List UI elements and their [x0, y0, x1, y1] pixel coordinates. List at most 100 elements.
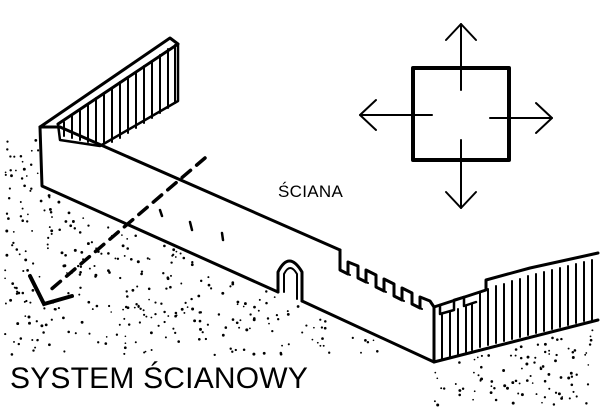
ground-dot [15, 248, 19, 251]
ground-dot [157, 324, 160, 327]
ground-dot [311, 338, 314, 341]
ground-dot [21, 207, 24, 210]
ground-dot [144, 350, 147, 353]
ground-dot [67, 330, 70, 334]
ground-dot [87, 224, 90, 227]
ground-dot [50, 232, 53, 235]
ground-dot [179, 252, 182, 255]
ground-dot [229, 347, 232, 350]
ground-dot [266, 317, 270, 320]
ground-dot [146, 257, 149, 260]
ground-dot [207, 276, 210, 279]
ground-dot [6, 140, 9, 143]
ground-dot [262, 351, 266, 355]
ground-dot [547, 372, 551, 376]
ground-dot [548, 387, 551, 390]
ground-dot [4, 333, 7, 336]
right-arm-hatching [441, 259, 593, 360]
ground-dot [236, 303, 239, 306]
ground-dot [121, 244, 125, 248]
ground-dot [585, 402, 588, 405]
ground-dot [351, 336, 354, 340]
ground-dot [360, 351, 362, 354]
ground-dot [480, 354, 483, 357]
ground-dot [238, 326, 241, 329]
ground-dot [40, 324, 44, 328]
ground-dot [29, 163, 33, 167]
ground-dot [64, 253, 67, 257]
ground-dot [489, 391, 493, 395]
ground-dot [4, 302, 7, 305]
ground-dot [50, 229, 54, 233]
ground-dot [561, 396, 564, 398]
ground-dot [25, 299, 28, 303]
ground-dot [559, 376, 563, 379]
ground-dot [107, 269, 110, 272]
ground-dot [67, 292, 70, 295]
ground-dot [80, 320, 84, 324]
ground-dot [69, 224, 73, 228]
ground-dot [57, 200, 61, 204]
ground-dot [35, 320, 38, 323]
ground-dot [493, 387, 496, 390]
ground-dot [30, 187, 33, 190]
ground-dot [100, 252, 103, 255]
wall-slits [158, 208, 225, 242]
ground-dot [243, 302, 247, 306]
ground-dot [15, 286, 18, 290]
ground-dot [124, 305, 128, 309]
ground-dot [118, 323, 121, 326]
ground-dot [143, 351, 146, 354]
ground-dot [129, 257, 133, 261]
ground-dot [193, 319, 197, 323]
ground-dot [231, 282, 235, 286]
ground-dot [180, 307, 184, 311]
ground-dot [93, 264, 96, 268]
ground-dot [23, 300, 26, 303]
ground-dot [135, 303, 138, 306]
ground-dot [434, 371, 437, 374]
ground-dot [26, 220, 29, 223]
ground-dot [271, 329, 274, 333]
ground-dot [183, 311, 186, 314]
ground-dot [32, 349, 35, 352]
ground-dot [77, 264, 80, 268]
ground-dot [458, 393, 462, 397]
ground-dot [145, 315, 148, 318]
ground-dot [11, 244, 14, 247]
ground-dot [190, 263, 194, 267]
ground-dot [10, 353, 14, 356]
ground-dot [174, 314, 177, 318]
ground-dot [131, 288, 135, 292]
ground-dot [560, 337, 563, 341]
ground-dot [575, 395, 578, 398]
ground-dot [164, 336, 167, 339]
ground-dot [12, 241, 15, 245]
ground-dot [249, 327, 251, 330]
ground-dot [27, 315, 31, 319]
ground-dot [108, 304, 111, 308]
diagram-caption: SYSTEM ŚCIANOWY [10, 362, 309, 395]
ground-dot [34, 346, 37, 349]
ground-dot [473, 358, 476, 361]
ground-dot [554, 391, 558, 394]
ground-dot [480, 365, 483, 369]
ground-dot [557, 392, 561, 396]
ground-dot [78, 273, 82, 276]
ground-dot [86, 242, 90, 246]
ground-dot [184, 301, 187, 304]
ground-dot [235, 321, 239, 325]
ground-dot [273, 296, 276, 298]
ground-dot [589, 338, 593, 342]
ground-dot [569, 371, 573, 375]
ground-dot [490, 380, 494, 383]
ground-dot [229, 285, 232, 288]
ground-dot [142, 309, 145, 312]
ground-dot [140, 272, 143, 276]
ground-dot [136, 285, 139, 288]
ground-dot [197, 337, 201, 341]
ground-dot [48, 196, 51, 199]
ground-dot [252, 318, 256, 322]
ground-dot [12, 230, 15, 233]
ground-dot [526, 355, 530, 359]
